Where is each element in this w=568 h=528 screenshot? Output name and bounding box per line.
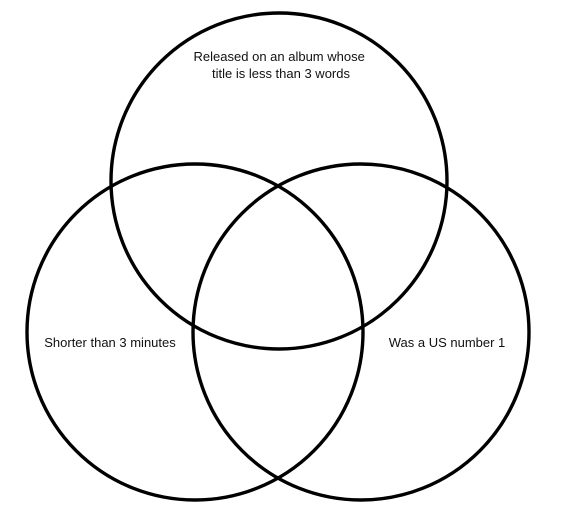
label-album-title-line-2: title is less than 3 words: [212, 66, 351, 81]
label-shorter-than-3-minutes: Shorter than 3 minutes: [44, 335, 176, 350]
label-us-number-1-line-1: Was a US number 1: [389, 335, 506, 350]
label-album-title: Released on an album whose title is less…: [194, 49, 369, 81]
circle-shorter-than-3-minutes: [25, 162, 365, 502]
label-shorter-than-3-minutes-line-1: Shorter than 3 minutes: [44, 335, 176, 350]
label-us-number-1: Was a US number 1: [389, 335, 506, 350]
label-album-title-line-1: Released on an album whose: [194, 49, 365, 64]
circle-us-number-1: [191, 162, 531, 502]
circle-album-title: [109, 11, 449, 351]
